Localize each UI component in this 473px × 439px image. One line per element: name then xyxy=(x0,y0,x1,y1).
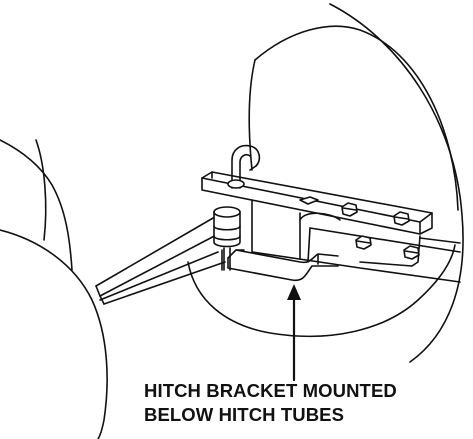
callout-label-line-2: BELOW HITCH TUBES xyxy=(144,404,345,425)
callout-label-line-1: HITCH BRACKET MOUNTED xyxy=(144,380,397,401)
top-hitch-plate xyxy=(201,171,433,235)
callout-label: HITCH BRACKET MOUNTED BELOW HITCH TUBES xyxy=(144,379,397,427)
hitch-pin xyxy=(213,144,261,271)
plate-bolts xyxy=(341,202,410,226)
callout-arrow xyxy=(287,284,301,382)
tow-bars xyxy=(95,213,226,305)
hitch-bracket xyxy=(221,249,339,282)
hitch-tubes xyxy=(251,199,461,283)
left-tire-outline xyxy=(0,139,108,439)
